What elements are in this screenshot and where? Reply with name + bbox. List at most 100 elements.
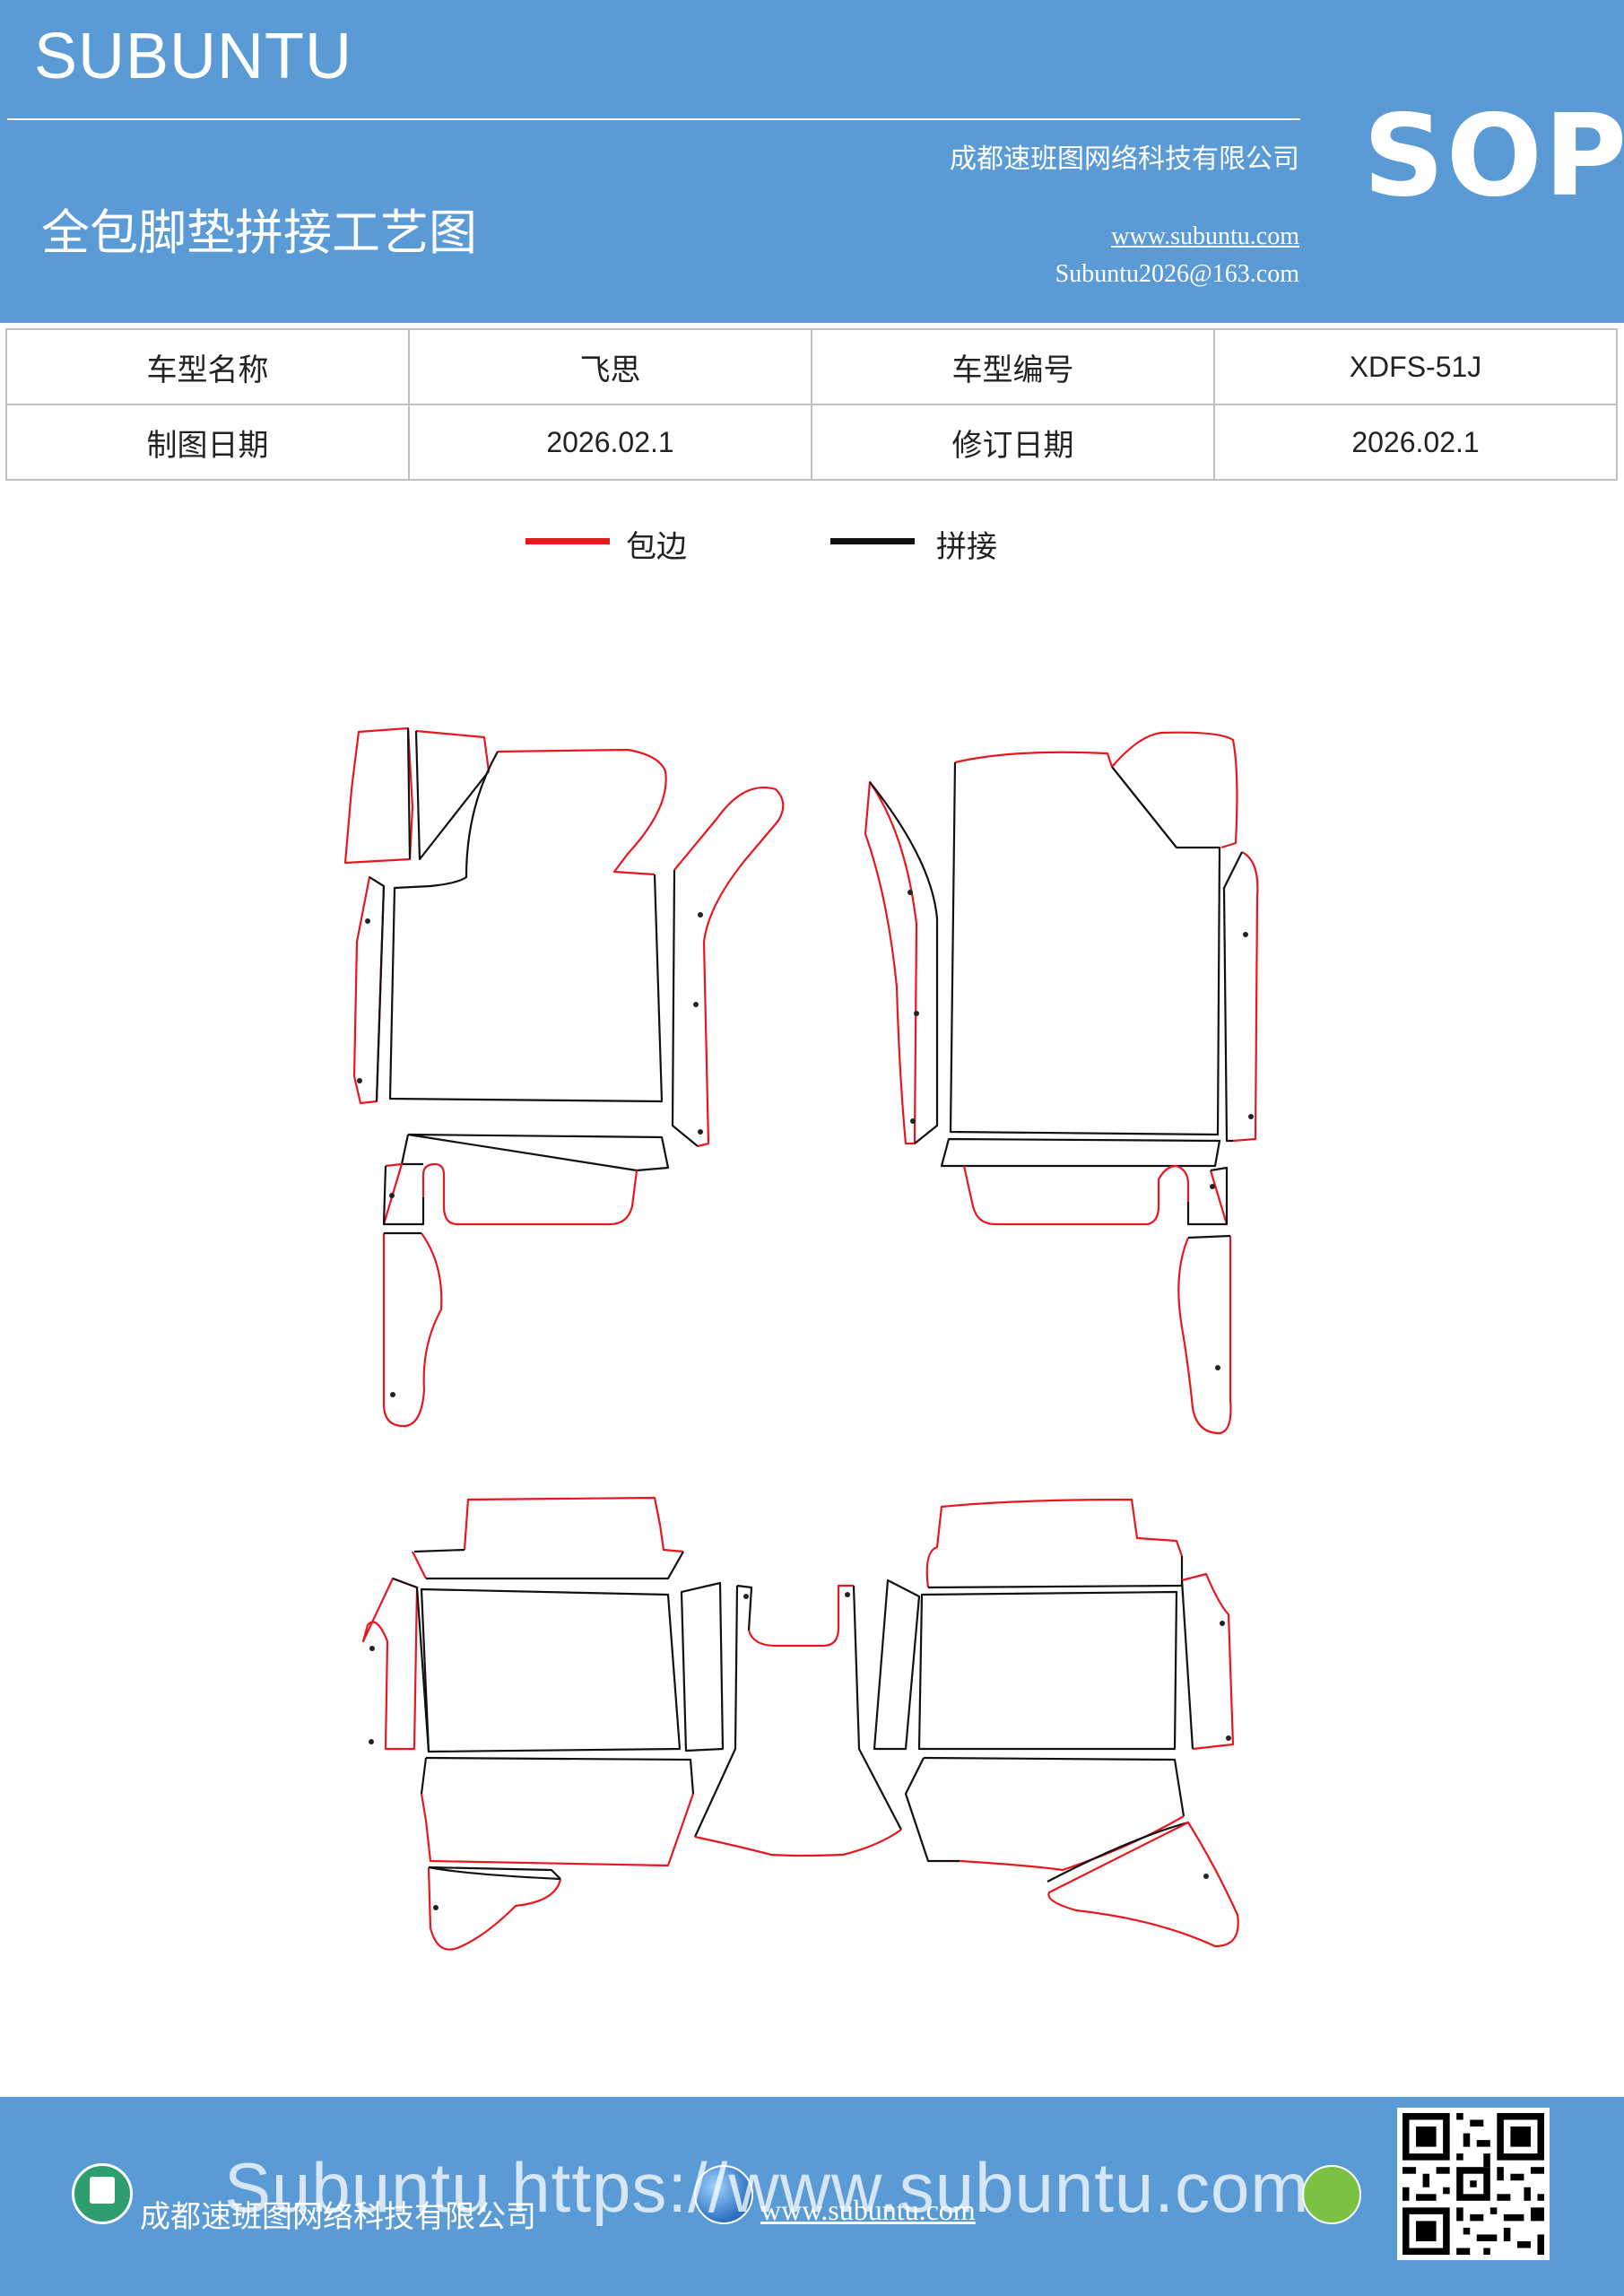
legend: 包边 拼接 xyxy=(0,520,1624,574)
legend-edge-label: 包边 xyxy=(626,529,687,565)
mat-hole xyxy=(698,1129,703,1135)
mat-hole xyxy=(743,1594,749,1599)
mat-hole xyxy=(1248,1114,1254,1119)
mat-piece xyxy=(414,730,490,861)
rear-left-mats xyxy=(361,1496,725,1951)
mat-piece xyxy=(673,786,785,1148)
footer-website-link[interactable]: www.subuntu.com xyxy=(760,2194,976,2226)
mat-hole xyxy=(845,1592,850,1597)
mat-hole xyxy=(365,918,370,924)
mat-piece xyxy=(413,1548,465,1553)
mat-piece xyxy=(1111,731,1238,849)
mat-piece xyxy=(463,1496,684,1553)
model-info-table: 车型名称 飞思 车型编号 XDFS-51J 制图日期 2026.02.1 修订日… xyxy=(5,328,1618,481)
mat-piece xyxy=(1222,851,1243,1143)
mat-hole xyxy=(910,1118,916,1124)
model-name-label: 车型名称 xyxy=(5,328,410,405)
mat-piece xyxy=(747,1584,854,1648)
mat-piece xyxy=(694,1829,902,1857)
mat-piece xyxy=(1046,1821,1189,1883)
table-row: 车型名称 飞思 车型编号 XDFS-51J xyxy=(5,328,1618,405)
header-divider xyxy=(7,118,1300,120)
mat-piece xyxy=(736,1584,753,1631)
email-address[interactable]: Subuntu2026@163.com xyxy=(1055,260,1299,288)
mat-piece xyxy=(869,781,939,1144)
mat-piece xyxy=(1177,1236,1232,1435)
mat-piece xyxy=(904,1757,960,1863)
mat-hole xyxy=(698,912,703,918)
mat-hole xyxy=(433,1905,439,1910)
mat-piece xyxy=(352,875,386,1105)
draw-date-value: 2026.02.1 xyxy=(408,404,812,481)
header-banner: SUBUNTU 全包脚垫拼接工艺图 成都速班图网络科技有限公司 www.subu… xyxy=(0,0,1624,323)
mat-piece xyxy=(927,1556,1184,1589)
mat-piece xyxy=(917,1590,1178,1751)
mat-hole xyxy=(369,1739,374,1744)
mat-piece xyxy=(407,1133,670,1172)
mat-piece xyxy=(852,1585,902,1831)
qr-code[interactable] xyxy=(1397,2108,1550,2260)
mat-piece xyxy=(426,1551,684,1580)
mat-piece xyxy=(382,1165,425,1226)
footer-company-name: 成都速班图网络科技有限公司 xyxy=(140,2199,536,2235)
company-name: 成都速班图网络科技有限公司 xyxy=(950,144,1299,175)
front-left-mats xyxy=(343,726,785,1428)
mat-piece xyxy=(1181,1572,1235,1751)
mat-piece xyxy=(382,1232,443,1428)
footer-banner: 成都速班图网络科技有限公司 www.subuntu.com Subuntu ht… xyxy=(0,2097,1624,2296)
legend-edge-swatch xyxy=(525,538,610,544)
mat-piece xyxy=(420,1587,682,1753)
mat-hole xyxy=(1226,1735,1231,1741)
revise-date-value: 2026.02.1 xyxy=(1213,404,1618,481)
mat-piece xyxy=(864,780,918,1145)
mat-piece xyxy=(1111,766,1177,848)
mat-piece xyxy=(400,1134,423,1166)
mat-piece xyxy=(1047,1821,1239,1948)
mat-piece xyxy=(343,726,414,865)
mat-hole xyxy=(357,1078,362,1083)
mat-hole xyxy=(369,1646,375,1651)
mat-piece xyxy=(1232,851,1259,1143)
document-title: 全包脚垫拼接工艺图 xyxy=(41,204,477,261)
mat-piece xyxy=(940,1137,1221,1168)
mat-piece xyxy=(420,1757,428,1795)
mat-piece xyxy=(388,751,664,1103)
mat-piece xyxy=(1187,1234,1231,1239)
mat-hole xyxy=(908,890,913,895)
website-link[interactable]: www.subuntu.com xyxy=(1111,222,1299,250)
rear-center-mats xyxy=(694,1584,902,1857)
mat-piece xyxy=(420,1793,695,1867)
mat-hole xyxy=(389,1193,395,1198)
revise-date-label: 修订日期 xyxy=(811,404,1215,481)
mat-piece xyxy=(428,1866,561,1880)
footer-watermark: Subuntu https://www.subuntu.com xyxy=(224,2148,1310,2227)
mat-piece xyxy=(680,1581,725,1752)
mat-piece xyxy=(427,1866,562,1951)
mat-hole xyxy=(1220,1621,1225,1626)
mat-piece xyxy=(1180,1579,1194,1750)
company-icon xyxy=(72,2163,133,2224)
mat-hole xyxy=(1203,1874,1209,1879)
model-code-value: XDFS-51J xyxy=(1213,328,1618,405)
mat-hole xyxy=(1243,932,1248,937)
mat-piece xyxy=(954,751,1114,768)
mat-piece xyxy=(497,748,667,876)
mat-piece xyxy=(428,1866,561,1881)
mat-piece xyxy=(415,729,491,772)
sop-badge: SOP xyxy=(1363,90,1624,222)
mat-piece xyxy=(694,1585,739,1838)
mat-piece xyxy=(392,1577,430,1752)
rear-right-mats xyxy=(873,1498,1239,1948)
mat-piece xyxy=(1209,1170,1229,1225)
mat-piece xyxy=(412,1551,427,1579)
front-right-mats xyxy=(864,731,1259,1435)
mat-piece xyxy=(1186,1166,1229,1226)
mat-hole xyxy=(693,1002,699,1007)
mat-piece xyxy=(361,1577,419,1751)
model-code-label: 车型编号 xyxy=(811,328,1215,405)
draw-date-label: 制图日期 xyxy=(5,404,410,481)
mat-piece xyxy=(873,1578,921,1751)
mat-piece xyxy=(923,1756,1185,1817)
mat-hole xyxy=(1210,1184,1215,1189)
table-row: 制图日期 2026.02.1 修订日期 2026.02.1 xyxy=(5,404,1618,481)
